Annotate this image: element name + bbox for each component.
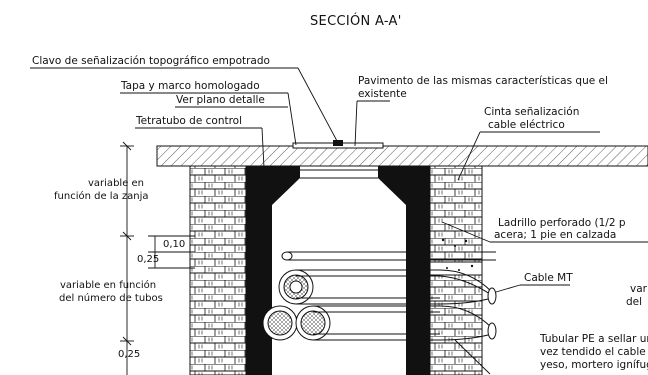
label-cinta-1: Cinta señalización bbox=[484, 106, 579, 118]
label-tubular-2: vez tendido el cable bbox=[540, 346, 646, 358]
dim-tubos-2: del número de tubos bbox=[59, 292, 163, 304]
cable-mt-tubes bbox=[262, 269, 497, 341]
survey-nail bbox=[333, 140, 343, 146]
right-chamber-wall bbox=[378, 166, 430, 375]
label-ver-plano: Ver plano detalle bbox=[176, 94, 265, 106]
left-brick-wall bbox=[189, 165, 247, 375]
dim-025a: 0,25 bbox=[137, 254, 159, 265]
label-tubular-3: yeso, mortero ignífug bbox=[540, 359, 648, 371]
dim-zanja-1: variable en bbox=[88, 178, 144, 189]
dim-zanja-2: función de la zanja bbox=[54, 190, 149, 202]
label-clavo: Clavo de señalización topográfico empotr… bbox=[32, 55, 270, 67]
trench-fill bbox=[429, 261, 483, 276]
aggregate-dots bbox=[441, 238, 474, 271]
section-title: SECCIÓN A-A' bbox=[310, 13, 402, 29]
dim-025b: 0,25 bbox=[118, 349, 140, 360]
pavement-slab bbox=[156, 145, 648, 167]
dimension-lines bbox=[120, 141, 195, 375]
label-tetratubo: Tetratubo de control bbox=[135, 115, 242, 127]
label-cinta-2: cable eléctrico bbox=[488, 119, 565, 131]
label-pavimento-2: existente bbox=[358, 88, 407, 100]
label-pavimento-1: Pavimento de las mismas características … bbox=[358, 75, 608, 87]
label-cable-mt: Cable MT bbox=[524, 272, 573, 284]
left-chamber-wall bbox=[246, 166, 300, 375]
label-ladrillo-1: Ladrillo perforado (1/2 p bbox=[498, 217, 626, 229]
label-var-right-2: del bbox=[626, 296, 642, 308]
control-tube bbox=[281, 251, 496, 261]
leader-lines bbox=[30, 67, 648, 375]
dim-010: 0,10 bbox=[163, 239, 185, 250]
label-tubular-1: Tubular PE a sellar ur bbox=[539, 333, 648, 345]
dim-tubos-1: variable en función bbox=[60, 279, 156, 291]
label-ladrillo-2: acera; 1 pie en calzada bbox=[494, 229, 616, 241]
label-tapa: Tapa y marco homologado bbox=[120, 80, 260, 92]
label-var-right-1: var bbox=[630, 283, 648, 295]
